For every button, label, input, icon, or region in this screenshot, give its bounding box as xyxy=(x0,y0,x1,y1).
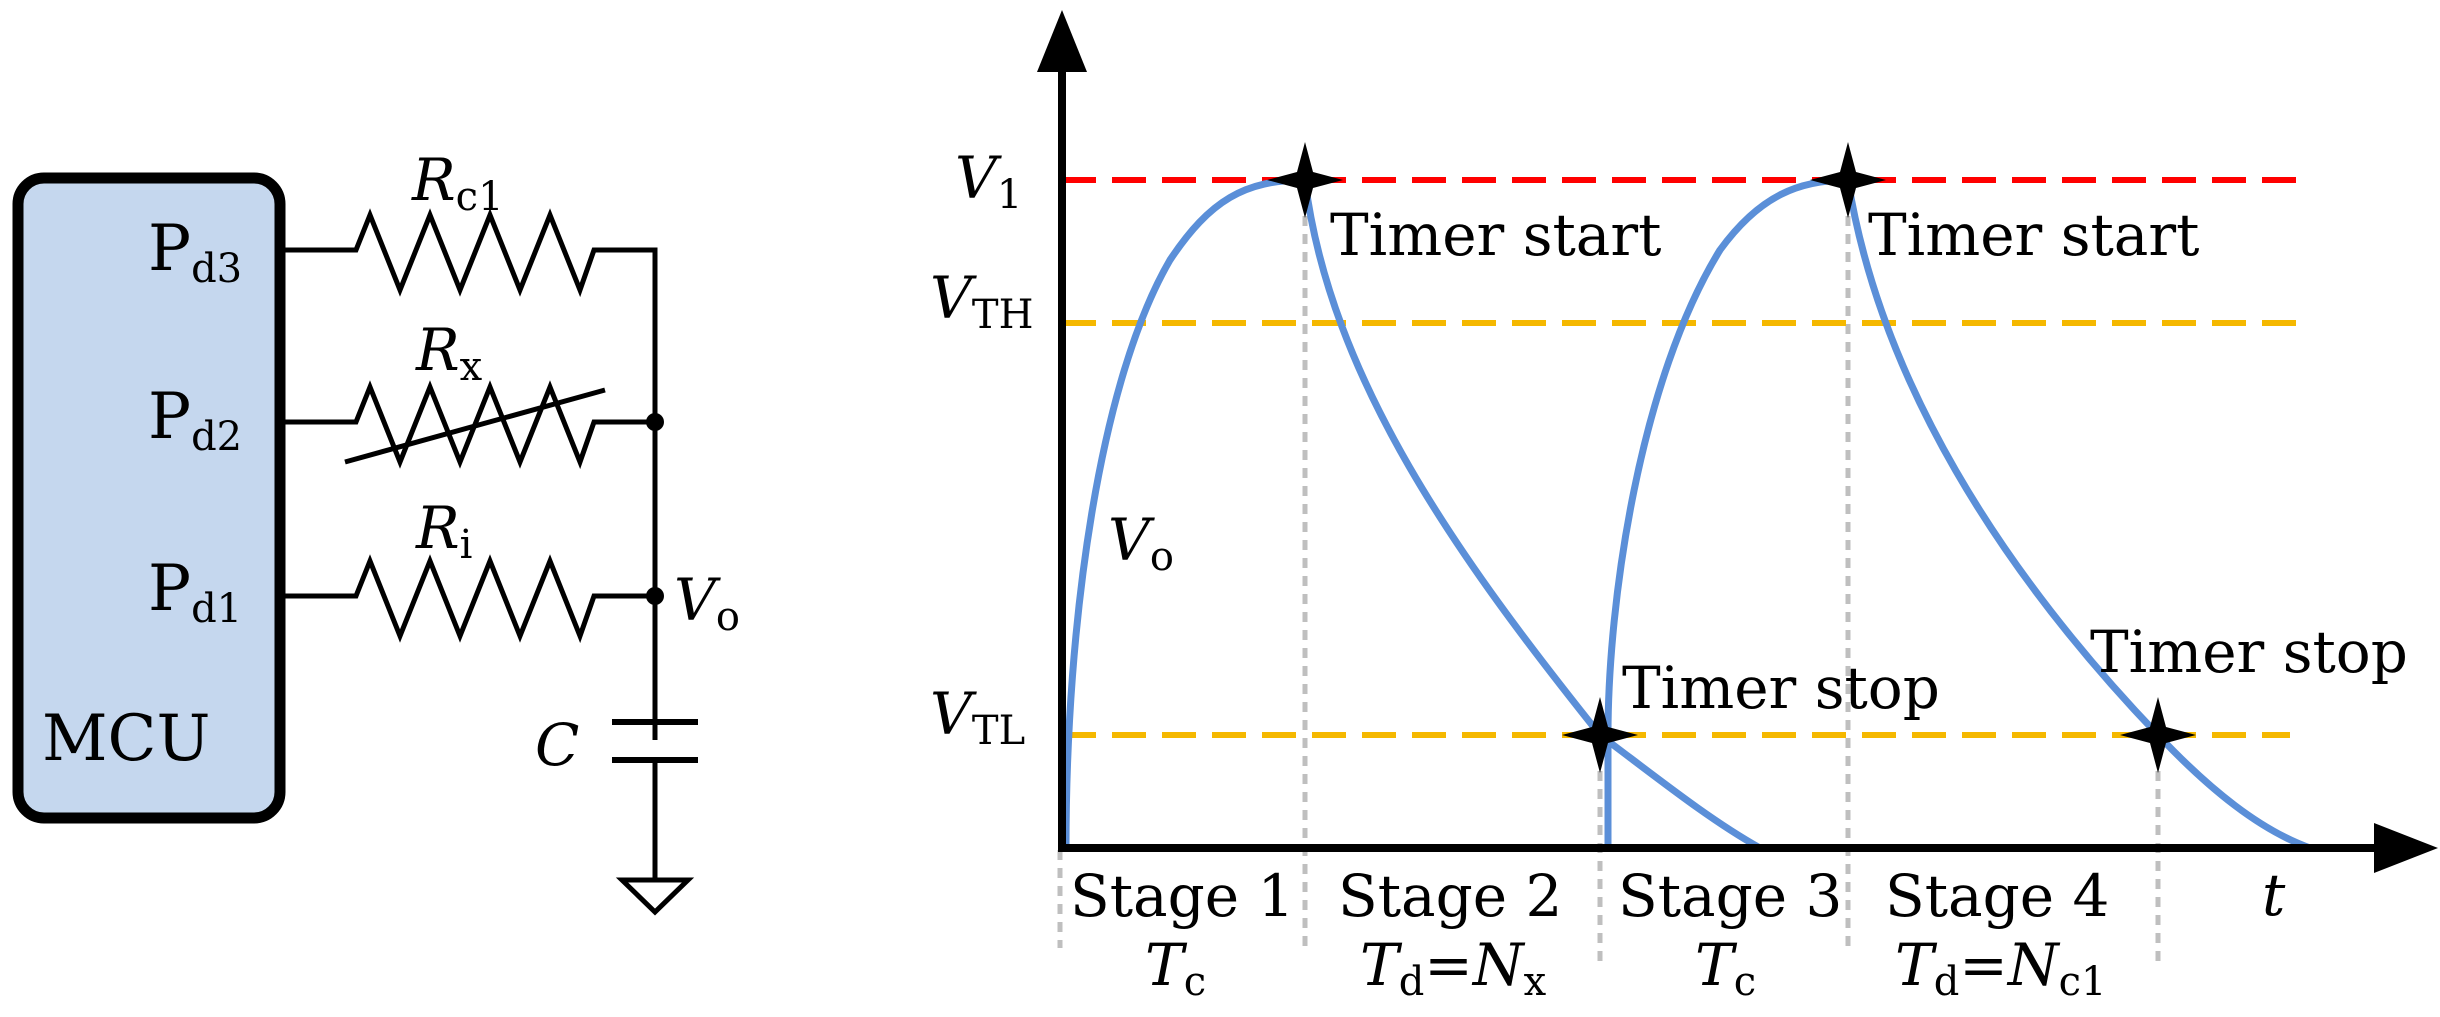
x-axis-arrowhead xyxy=(2374,823,2438,873)
stage-3-time: Tc xyxy=(1695,931,1756,1005)
timer-start-label-2: Timer start xyxy=(1868,201,2199,269)
vo-curve xyxy=(1062,176,2314,852)
timer-stop-marker-1 xyxy=(1562,697,1638,773)
pin-label-d1: Pd1 xyxy=(148,552,242,632)
stage-4-time: Td=Nc1 xyxy=(1895,931,2107,1005)
resistor-label-rc1: Rc1 xyxy=(411,146,504,220)
mcu-label: MCU xyxy=(42,702,210,776)
timer-stop-label-2: Timer stop xyxy=(2090,618,2408,686)
junction-node xyxy=(646,587,664,605)
stage-4-name: Stage 4 xyxy=(1885,862,2109,930)
resistor-label-ri: Ri xyxy=(415,494,472,568)
capacitor-label: C xyxy=(535,711,579,779)
node-label-vo: Vo xyxy=(674,566,740,640)
timer-start-marker-1 xyxy=(1267,142,1343,218)
y-label-v1: V1 xyxy=(955,144,1022,218)
timer-start-label-1: Timer start xyxy=(1330,201,1661,269)
timer-start-marker-2 xyxy=(1810,142,1886,218)
timer-stop-marker-2 xyxy=(2120,697,2196,773)
y-axis-arrowhead xyxy=(1037,10,1087,72)
event-markers xyxy=(1267,142,2196,773)
resistor-rc1 xyxy=(282,208,658,740)
circuit-diagram: MCU Pd3 Pd2 Pd1 Rc1 Rx Ri Vo C xyxy=(12,146,740,916)
stage-2-name: Stage 2 xyxy=(1338,862,1562,930)
y-label-vtl: VTL xyxy=(930,680,1025,754)
stage-1-name: Stage 1 xyxy=(1070,862,1294,930)
ground-symbol xyxy=(615,877,695,916)
mcu-block xyxy=(12,172,286,824)
variable-resistor-arrow xyxy=(344,387,606,465)
stage-3-name: Stage 3 xyxy=(1618,862,1842,930)
pin-label-d3: Pd3 xyxy=(148,212,242,292)
resistor-label-rx: Rx xyxy=(415,316,483,390)
stage-labels: Stage 1 Tc Stage 2 Td=Nx Stage 3 Tc Stag… xyxy=(1070,862,2109,1005)
resistor-rx xyxy=(282,380,655,470)
curve-label-vo: Vo xyxy=(1108,506,1174,580)
timer-stop-label-1: Timer stop xyxy=(1622,654,1940,722)
stage-2-time: Td=Nx xyxy=(1360,931,1547,1005)
stage-1-time: Tc xyxy=(1145,931,1206,1005)
timing-diagram: t V1 VTH VTL Vo Timer start Timer start … xyxy=(930,10,2438,1005)
resistor-ri xyxy=(282,554,655,644)
junction-node xyxy=(646,413,664,431)
y-label-vth: VTH xyxy=(930,264,1033,338)
pin-label-d2: Pd2 xyxy=(148,380,242,460)
x-axis-label: t xyxy=(2262,861,2286,929)
